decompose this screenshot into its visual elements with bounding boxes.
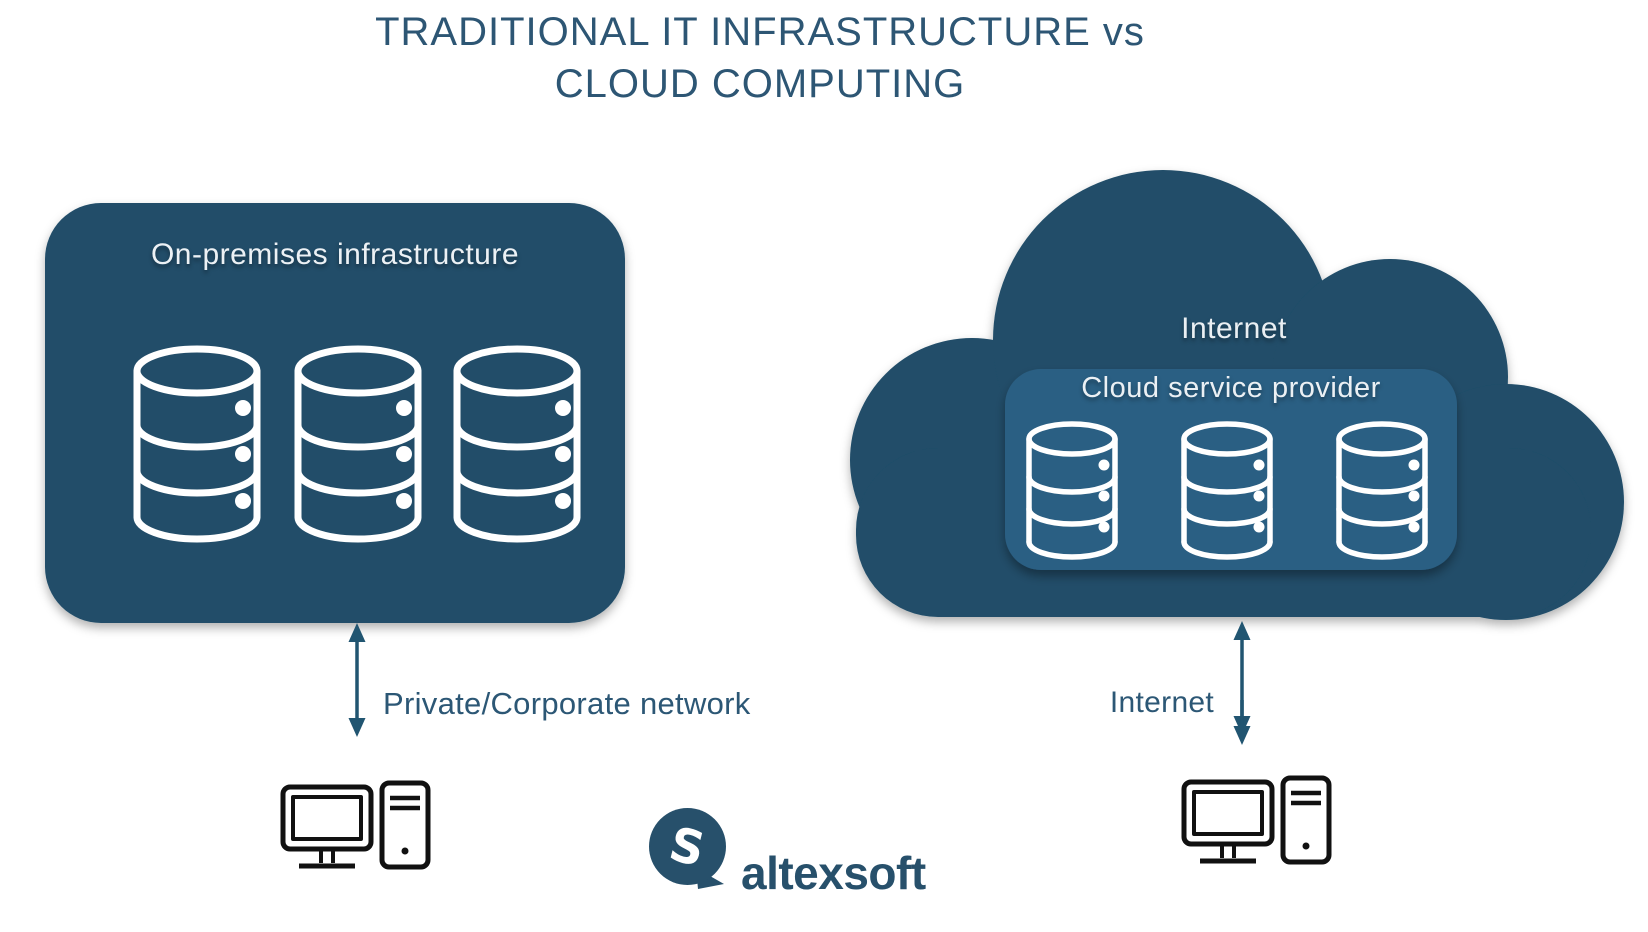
on-premises-label: On-premises infrastructure bbox=[150, 238, 520, 271]
cloud-service-provider-box bbox=[1005, 369, 1457, 570]
internet-arrow-shaft bbox=[1240, 700, 1244, 725]
cloud-internet-label: Internet bbox=[1181, 312, 1287, 345]
on-premises-panel bbox=[45, 203, 625, 623]
left-desktop-computer-icon bbox=[283, 783, 428, 867]
page-title-line1: TRADITIONAL IT INFRASTRUCTURE vs bbox=[375, 10, 1145, 54]
logo-text: altexsoft bbox=[741, 847, 926, 899]
page-title-line2: CLOUD COMPUTING bbox=[554, 62, 966, 106]
altexsoft-logo-mark-icon: S bbox=[649, 808, 726, 889]
internet-arrow-head bbox=[1233, 726, 1251, 745]
private-network-label: Private/Corporate network bbox=[383, 686, 751, 721]
page-title: TRADITIONAL IT INFRASTRUCTURE vs CLOUD C… bbox=[0, 6, 1520, 110]
cloud-service-provider-label: Cloud service provider bbox=[1081, 372, 1381, 404]
right-desktop-computer-icon bbox=[1184, 778, 1329, 862]
internet-connection-label: Internet bbox=[1109, 686, 1215, 719]
private-network-arrow-icon bbox=[348, 623, 366, 737]
